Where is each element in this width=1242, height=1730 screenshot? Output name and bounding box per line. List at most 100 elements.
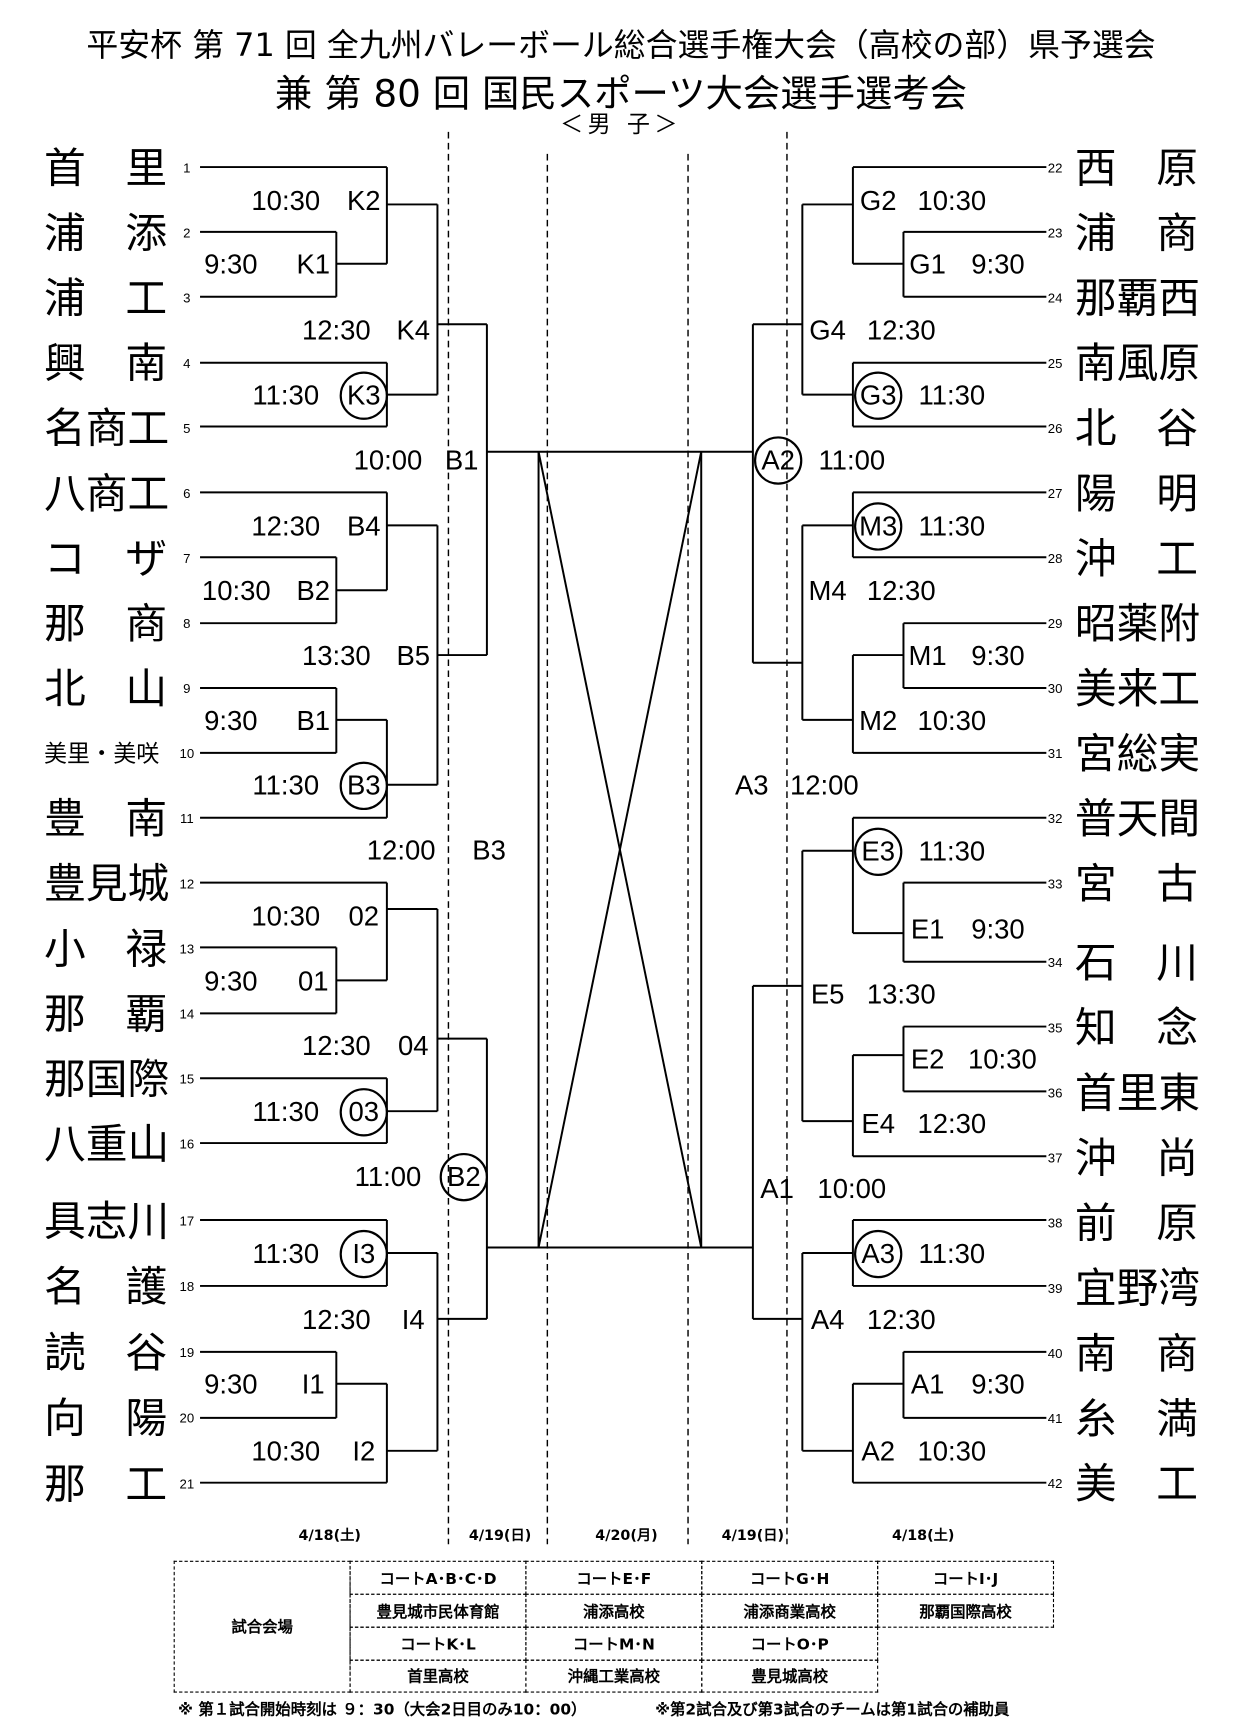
match-code: E2 (911, 1043, 945, 1074)
match-time: 12:30 (867, 575, 936, 606)
team-name: 名護 (44, 1262, 167, 1311)
venue-court: コートK･L (349, 1626, 527, 1661)
seed-number: 11 (180, 811, 194, 826)
circle-marker-icon (339, 1229, 388, 1279)
seed-number: 2 (183, 226, 190, 241)
venue-court: コートA･B･C･D (349, 1560, 527, 1595)
venue-place: 豊見城高校 (701, 1659, 879, 1693)
title-line2: 兼 第 80 回 国民スポーツ大会選手選考会 (274, 72, 968, 117)
match-code: M4 (809, 575, 847, 606)
title-line1: 平安杯 第 71 回 全九州バレーボール総合選手権大会（高校の部）県予選会 (86, 26, 1156, 64)
team-name: 具志川 (44, 1196, 169, 1245)
circle-marker-icon (854, 827, 903, 876)
date-label: 4/18(土) (892, 1527, 955, 1545)
division-label: ＜男 子＞ (560, 111, 682, 138)
match-code: M2 (859, 705, 897, 736)
team-name: 八重山 (44, 1119, 169, 1168)
team-name: 南商 (1075, 1329, 1198, 1378)
match-code: K1 (296, 249, 330, 280)
team-name: 宜野湾 (1075, 1264, 1200, 1313)
match-time: 12:00 (367, 834, 436, 865)
match-code: G4 (809, 315, 846, 346)
match-time: 12:00 (790, 770, 859, 801)
team-name: 豊見城 (44, 859, 169, 908)
match-time: 10:30 (251, 1436, 320, 1467)
seed-number: 30 (1048, 681, 1063, 696)
circle-marker-icon (339, 1088, 388, 1137)
team-name: 北谷 (1075, 404, 1198, 453)
match-time: 11:30 (918, 836, 985, 867)
team-name: 宮古 (1075, 859, 1198, 908)
date-label: 4/20(月) (595, 1527, 658, 1545)
match-code: A3 (861, 1238, 895, 1269)
team-name: 那覇 (44, 989, 167, 1038)
match-code: E3 (861, 836, 895, 867)
seed-number: 3 (183, 291, 190, 306)
match-code: K2 (347, 185, 381, 216)
circle-marker-icon (854, 502, 903, 551)
match-time: 9:30 (971, 640, 1024, 671)
seed-number: 42 (1048, 1476, 1063, 1491)
match-time: 10:30 (251, 185, 320, 216)
seed-number: 33 (1048, 876, 1063, 891)
match-time: 9:30 (971, 914, 1024, 945)
seed-number: 31 (1048, 746, 1063, 761)
team-name: 興南 (44, 339, 167, 388)
bracket-line (537, 451, 703, 1248)
team-name: 糸満 (1075, 1394, 1198, 1443)
circle-marker-icon (753, 436, 803, 485)
seed-number: 28 (1048, 551, 1063, 566)
seed-number: 16 (180, 1137, 195, 1152)
match-code: I1 (302, 1369, 325, 1400)
seed-number: 29 (1048, 616, 1063, 631)
match-time: 12:30 (867, 1304, 936, 1335)
match-code: M1 (909, 640, 947, 671)
team-name: 南風原 (1075, 339, 1200, 388)
match-code: A4 (811, 1304, 845, 1335)
match-code: B1 (445, 444, 479, 475)
seed-number: 8 (183, 616, 190, 631)
team-name: 知念 (1075, 1003, 1198, 1052)
match-time: 9:30 (971, 249, 1024, 280)
venue-court: コートI･J (877, 1560, 1055, 1595)
team-name: 小禄 (44, 924, 167, 973)
match-time: 11:30 (918, 379, 985, 410)
match-code: B1 (296, 705, 330, 736)
match-time: 12:30 (302, 1030, 371, 1061)
team-name: 向陽 (44, 1394, 167, 1443)
seed-number: 26 (1048, 421, 1063, 436)
team-name: 美里・美咲 (44, 741, 159, 767)
match-time: 11:30 (252, 1096, 319, 1127)
circle-marker-icon (339, 761, 388, 811)
seed-number: 39 (1048, 1281, 1063, 1296)
seed-number: 25 (1048, 356, 1063, 371)
match-code: 02 (349, 900, 380, 931)
match-time: 10:30 (917, 705, 986, 736)
seed-number: 20 (180, 1411, 195, 1426)
match-code: I3 (352, 1238, 375, 1269)
date-label: 4/19(日) (721, 1527, 785, 1545)
seed-number: 13 (180, 941, 195, 956)
seed-number: 36 (1048, 1085, 1063, 1100)
team-name: 首里 (44, 143, 167, 192)
venue-court: コートE･F (525, 1560, 703, 1595)
match-time: 9:30 (204, 965, 257, 996)
team-name: 那工 (44, 1459, 167, 1508)
circle-marker-icon (439, 1152, 489, 1202)
team-name: 美来工 (1075, 664, 1200, 713)
match-time: 11:30 (918, 1238, 985, 1269)
venue-court: コートO･P (701, 1626, 879, 1661)
seed-number: 37 (1048, 1151, 1063, 1166)
venue-court: コートM･N (525, 1626, 703, 1661)
seed-number: 14 (180, 1006, 195, 1021)
venue-header: 試合会場 (173, 1560, 351, 1693)
match-code: A2 (861, 1436, 895, 1467)
match-time: 9:30 (971, 1369, 1024, 1400)
match-time: 12:30 (302, 1304, 371, 1335)
match-time: 10:30 (917, 1436, 986, 1467)
match-time: 13:30 (302, 640, 371, 671)
match-code: B2 (447, 1161, 481, 1192)
seed-number: 41 (1048, 1411, 1063, 1426)
circle-marker-icon (854, 1229, 903, 1279)
